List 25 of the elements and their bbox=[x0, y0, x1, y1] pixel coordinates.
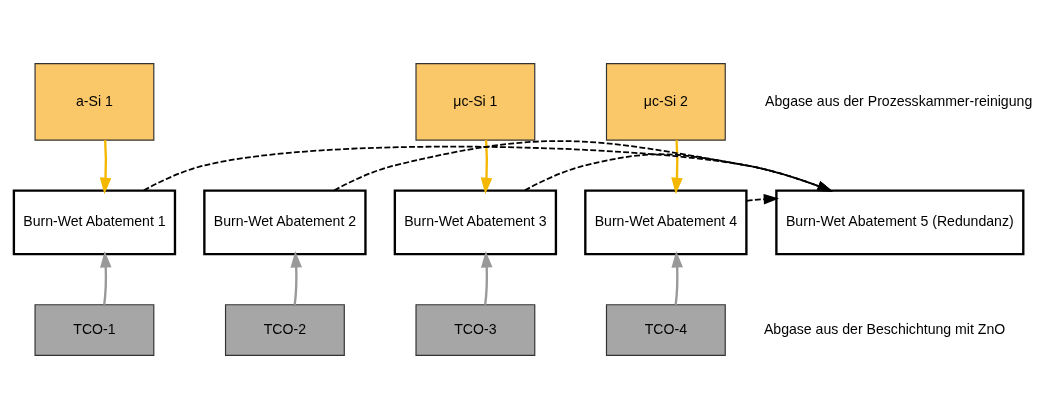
arrow bbox=[671, 139, 683, 194]
label: Abgase aus der Beschichtung mit ZnO bbox=[763, 320, 1006, 337]
arrow bbox=[333, 139, 833, 192]
arrow bbox=[99, 139, 112, 194]
node-box: TCO-3 bbox=[415, 303, 536, 356]
arrow bbox=[523, 152, 833, 192]
node-box: TCO-2 bbox=[224, 303, 345, 356]
label: Abgase aus der Prozesskammer-reinigung bbox=[765, 92, 1033, 109]
arrow bbox=[100, 250, 112, 305]
node-box: a-Si 1 bbox=[34, 62, 155, 141]
node-box: TCO-1 bbox=[34, 303, 155, 356]
arrow bbox=[290, 250, 302, 305]
node-box: TCO-4 bbox=[605, 303, 726, 356]
node-box: μc-Si 1 bbox=[415, 62, 536, 141]
arrow bbox=[143, 145, 833, 192]
arrow bbox=[480, 139, 493, 194]
arrow bbox=[480, 250, 493, 305]
node-box: Burn-Wet Abatement 3 bbox=[393, 189, 558, 255]
arrow bbox=[671, 250, 683, 305]
node-box: Burn-Wet Abatement 1 bbox=[12, 189, 177, 255]
node-box: Burn-Wet Abatement 2 bbox=[203, 189, 367, 255]
node-box: μc-Si 2 bbox=[605, 62, 726, 141]
arrow bbox=[745, 193, 779, 205]
node-box: Burn-Wet Abatement 5 (Redundanz) bbox=[775, 189, 1025, 255]
node-box: Burn-Wet Abatement 4 bbox=[584, 189, 748, 255]
